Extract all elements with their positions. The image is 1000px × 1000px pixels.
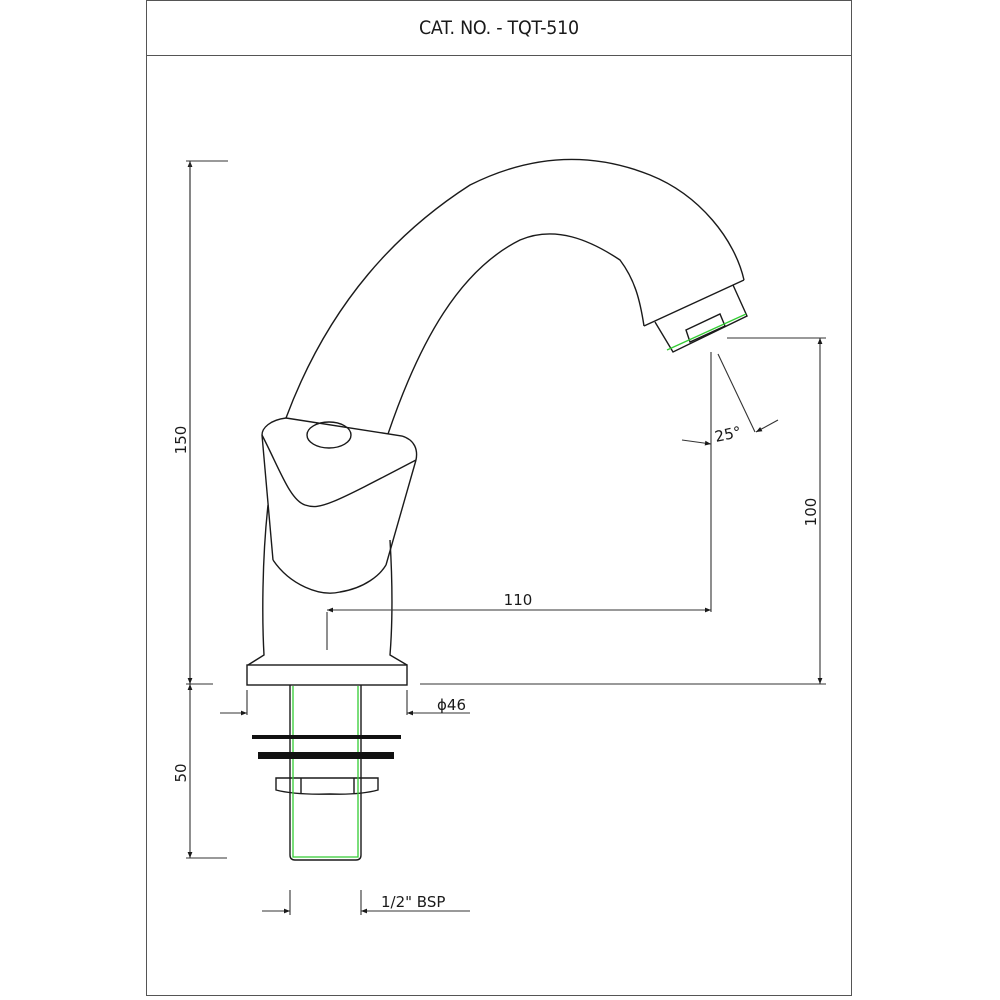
- title-block: CAT. NO. - TQT-510: [147, 1, 851, 56]
- thread-highlight: [292, 313, 747, 858]
- washers: [252, 735, 401, 759]
- dim-overall-height: 150: [172, 426, 190, 455]
- handle-left: [261, 434, 274, 561]
- handle-face: [261, 434, 417, 508]
- spout-outer: [285, 158, 745, 419]
- faucet-outline: [246, 158, 748, 861]
- dim-base-diameter: ϕ46: [437, 696, 466, 714]
- dimension-labels: 150 50 100 110 ϕ46 1/2" BSP 25°: [172, 423, 820, 911]
- spout-end: [643, 279, 745, 327]
- dim-reach: 110: [504, 591, 533, 609]
- aerator-insert: [685, 313, 726, 343]
- handle-knob: [306, 421, 352, 449]
- dim-outlet-height: 100: [802, 498, 820, 527]
- body-left: [247, 504, 269, 666]
- dim-thread-size: 1/2" BSP: [381, 893, 445, 911]
- hex-nut: [275, 777, 379, 795]
- spout-inner: [387, 233, 645, 435]
- base-plate: [246, 664, 408, 686]
- handle-bottom: [272, 559, 387, 594]
- drawing-sheet: CAT. NO. - TQT-510: [146, 0, 852, 996]
- shank: [289, 685, 362, 861]
- handle-top: [285, 417, 418, 461]
- body-right: [389, 539, 408, 666]
- washer-1: [252, 735, 401, 739]
- dim-shank-length: 50: [172, 763, 190, 782]
- washer-2: [258, 752, 394, 759]
- handle-top-left: [261, 417, 287, 436]
- dimension-lines: [186, 160, 826, 915]
- dim-spray-angle: 25°: [713, 423, 743, 446]
- aerator: [654, 284, 748, 353]
- catalog-number: CAT. NO. - TQT-510: [419, 17, 579, 39]
